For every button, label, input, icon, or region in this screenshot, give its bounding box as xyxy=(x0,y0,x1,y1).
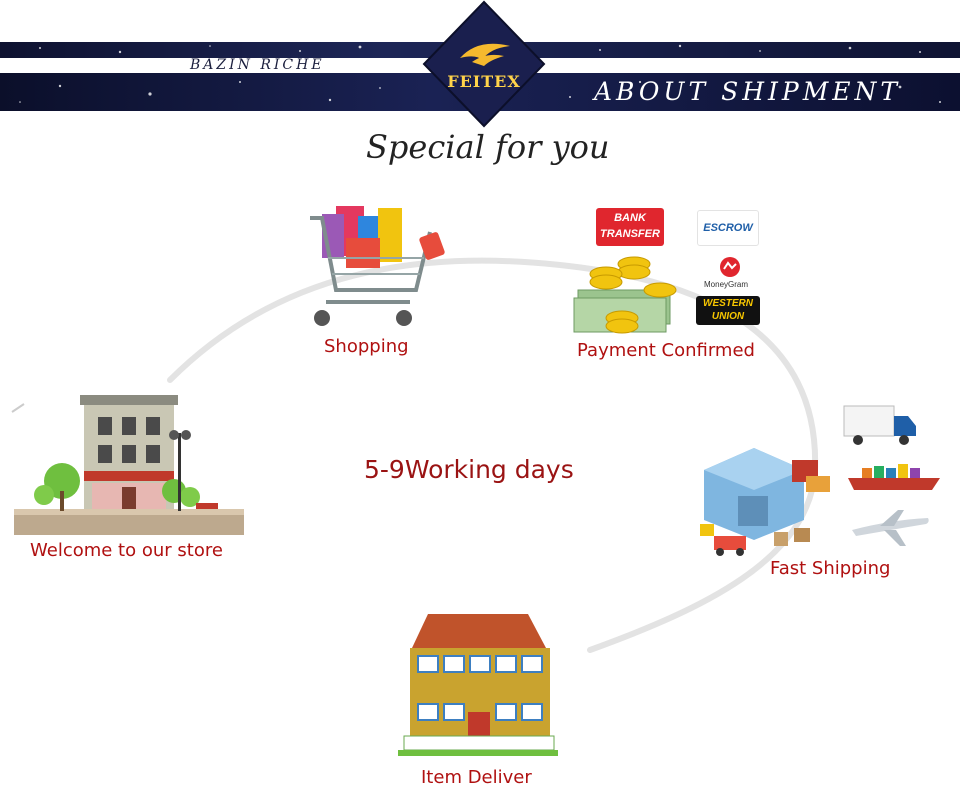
house-icon xyxy=(398,614,558,756)
shopping-cart-icon xyxy=(310,206,445,326)
working-days-text: 5-9Working days xyxy=(364,455,574,484)
moneygram-text: MoneyGram xyxy=(704,280,749,289)
section-title: ABOUT SHIPMENT xyxy=(594,77,902,106)
western-union-line1: WESTERN xyxy=(703,298,753,309)
escrow-badge: ESCROW xyxy=(697,210,759,246)
bank-transfer-badge: BANK TRANSFER xyxy=(596,208,664,246)
logo-text: FEITEX xyxy=(447,72,521,91)
step-label-payment: Payment Confirmed xyxy=(577,340,755,361)
money-icon xyxy=(573,256,677,334)
brand-small-text: BAZIN RICHE xyxy=(190,57,325,73)
feitex-logo-icon xyxy=(422,0,546,128)
ship-icon xyxy=(848,464,940,490)
western-union-line2: UNION xyxy=(711,311,745,322)
tagline: Special for you xyxy=(366,128,610,166)
airplane-icon xyxy=(852,510,929,546)
bank-transfer-line2: TRANSFER xyxy=(600,228,660,240)
star-field xyxy=(19,44,941,103)
western-union-badge: WESTERN UNION xyxy=(696,296,760,325)
step-label-welcome: Welcome to our store xyxy=(30,540,223,561)
truck-icon xyxy=(843,405,916,445)
warehouse-icon xyxy=(700,448,830,556)
moneygram-icon xyxy=(720,257,740,277)
step-label-item-deliver: Item Deliver xyxy=(421,767,532,788)
store-icon xyxy=(14,395,244,535)
step-label-fast-shipping: Fast Shipping xyxy=(770,558,891,579)
step-label-shopping: Shopping xyxy=(324,336,409,357)
bank-transfer-line1: BANK xyxy=(614,212,646,224)
